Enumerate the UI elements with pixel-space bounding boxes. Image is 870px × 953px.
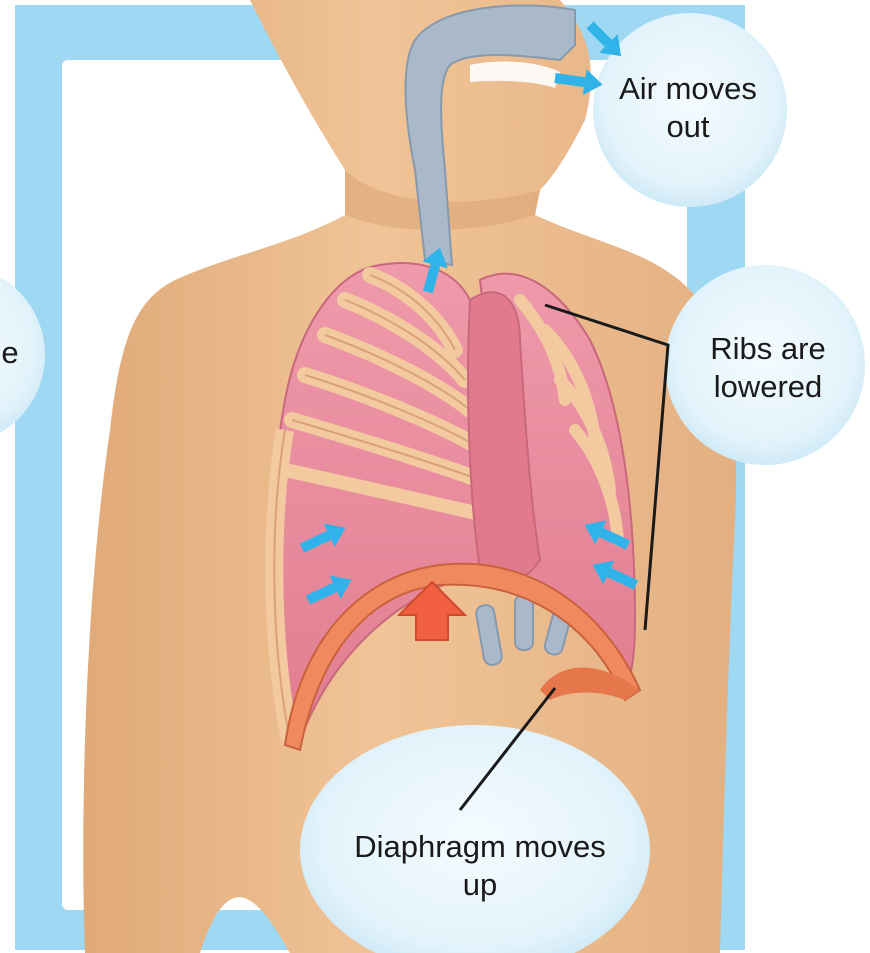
label-air-line2: out <box>603 108 773 146</box>
label-air-line1: Air moves <box>603 70 773 108</box>
label-ribs-line2: lowered <box>688 368 848 406</box>
label-left-fragment: e <box>0 334 20 372</box>
label-ribs-line1: Ribs are <box>688 330 848 368</box>
label-diaphragm-line2: up <box>325 866 635 904</box>
label-ribs-lowered: Ribs are lowered <box>688 330 848 406</box>
label-diaphragm-line1: Diaphragm moves <box>325 828 635 866</box>
label-diaphragm-moves-up: Diaphragm moves up <box>325 828 635 904</box>
label-air-moves-out: Air moves out <box>603 70 773 146</box>
